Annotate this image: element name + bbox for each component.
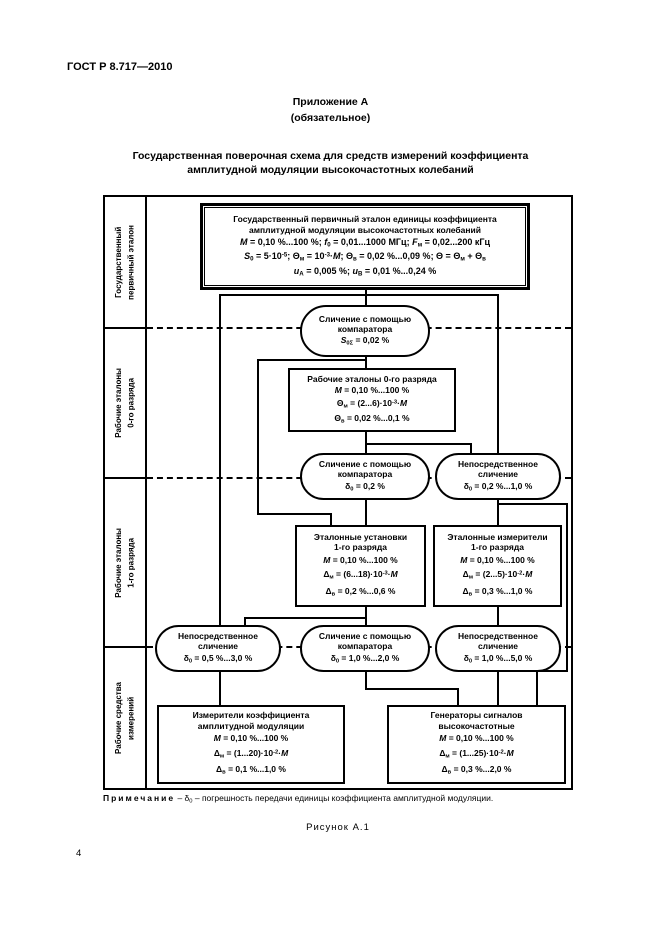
level-cell-working-0: Рабочие эталоны 0-го разряда (105, 329, 145, 477)
connector-line (536, 670, 568, 672)
connector-line (497, 294, 499, 453)
level-separator (105, 327, 147, 329)
node-formula: Δв = 0,2 %...0,6 % (325, 585, 396, 598)
label-column-divider (145, 197, 147, 788)
primary-standard-name: Государственный первичный эталон единицы… (233, 214, 497, 236)
connector-line (536, 670, 538, 705)
level-label-working-0: Рабочие эталоны 0-го разряда (113, 368, 135, 438)
node-formula: Δм = (6...18)·10-3·M (323, 569, 398, 582)
node-formula: M = 0,10 %...100 % (334, 385, 410, 396)
node-title: Измерители коэффициента амплитудной моду… (192, 710, 310, 731)
node-formula: Δм = (2...5)·10-2·M (462, 569, 533, 582)
transfer-error-value: δ0 = 0,2 % (345, 480, 385, 493)
note-text: – δ0 – погрешность передачи единицы коэф… (175, 793, 494, 805)
appendix-kind: (обязательное) (290, 112, 371, 124)
connector-line (244, 617, 367, 619)
connector-line (365, 688, 459, 690)
connector-line (365, 607, 367, 625)
level-separator (105, 477, 147, 479)
scheme-title: Государственная поверочная схема для сре… (132, 150, 529, 176)
transfer-method: Непосредственное сличение (458, 631, 538, 652)
node-formula: M = 0,10 %...100 % (323, 554, 398, 565)
level-cell-working-1: Рабочие эталоны 1-го разряда (105, 479, 145, 646)
gost-number: ГОСТ Р 8.717—2010 (67, 61, 173, 73)
standard-meters-1-box: Эталонные измерители 1-го разряда M = 0,… (433, 525, 562, 607)
transfer-ellipse-direct-row3-left: Непосредственное сличение δ0 = 0,5 %...3… (155, 625, 281, 672)
node-formula: M = 0,10 %...100 % (213, 733, 289, 744)
node-title: Эталонные измерители 1-го разряда (447, 531, 548, 553)
transfer-error-value: S0Σ = 0,02 % (340, 335, 390, 347)
connector-line (365, 672, 367, 690)
node-formula: Δв = 0,1 %...1,0 % (216, 764, 286, 776)
transfer-ellipse-comparator-row2: Сличение с помощью компаратора δ0 = 0,2 … (300, 453, 430, 500)
connector-line (497, 607, 499, 625)
node-formula: Δв = 0,3 %...1,0 % (462, 585, 533, 598)
transfer-method: Непосредственное сличение (178, 631, 258, 652)
node-formula: Θв = 0,02 %...0,1 % (334, 412, 410, 425)
primary-standard-formula: S0 = 5·10-5; Θм = 10-3·M; Θв = 0,02 %...… (244, 251, 486, 264)
node-formula: M = 0,10 %...100 % (439, 733, 514, 744)
level-label-primary: Государственный первичный эталон (113, 224, 135, 300)
connector-line (257, 359, 367, 361)
node-title: Эталонные установки 1-го разряда (313, 531, 408, 553)
connector-line (497, 503, 568, 505)
transfer-ellipse-comparator-row3: Сличение с помощью компаратора δ0 = 1,0 … (300, 625, 430, 672)
connector-line (497, 672, 499, 705)
transfer-ellipse-comparator-top: Сличение с помощью компаратора S0Σ = 0,0… (300, 305, 430, 357)
level-separator (105, 646, 147, 648)
node-formula: Δм = (1...20)·10-2·M (213, 747, 289, 760)
node-formula: M = 0,10 %...100 % (460, 554, 535, 565)
connector-line (365, 432, 367, 453)
transfer-method: Непосредственное сличение (458, 459, 538, 480)
connector-line (365, 443, 472, 445)
transfer-ellipse-direct-row3-right: Непосредственное сличение δ0 = 1,0 %...5… (435, 625, 561, 672)
level-label-working-mi: Рабочие средства измерений (113, 682, 135, 754)
connector-line (497, 500, 499, 525)
primary-standard-frame: Государственный первичный эталон единицы… (204, 207, 526, 286)
note: Примечание – δ0 – погрешность передачи е… (103, 793, 573, 806)
connector-line (257, 359, 259, 515)
transfer-ellipse-direct-row2: Непосредственное сличение δ0 = 0,2 %...1… (435, 453, 561, 500)
primary-standard-formula: M = 0,10 %...100 %; f0 = 0,01...1000 МГц… (239, 237, 491, 249)
connector-line (365, 357, 367, 368)
rf-generators-box: Генераторы сигналов высокочастотные M = … (387, 705, 566, 784)
primary-standard-formula: uА = 0,005 %; uВ = 0,01 %...0,24 % (293, 265, 437, 278)
transfer-error-value: δ0 = 0,2 %...1,0 % (463, 480, 533, 493)
connector-line (566, 503, 568, 672)
standard-setups-1-box: Эталонные установки 1-го разряда M = 0,1… (295, 525, 426, 607)
connector-line (470, 443, 472, 453)
working-standard-0-box: Рабочие эталоны 0-го разряда M = 0,10 %.… (288, 368, 456, 432)
transfer-error-value: δ0 = 0,5 %...3,0 % (183, 652, 253, 665)
note-label: Примечание (103, 793, 176, 803)
node-formula: Θм = (2...6)·10-3·M (336, 398, 408, 410)
connector-line (219, 294, 221, 625)
primary-standard-box: Государственный первичный эталон единицы… (200, 203, 530, 290)
connector-line (257, 513, 332, 515)
connector-line (330, 513, 332, 525)
transfer-method: Сличение с помощью компаратора (318, 459, 412, 480)
level-cell-primary: Государственный первичный эталон (105, 197, 145, 327)
transfer-error-value: δ0 = 1,0 %...2,0 % (330, 652, 400, 665)
node-title: Генераторы сигналов высокочастотные (430, 710, 523, 731)
transfer-method: Сличение с помощью компаратора (318, 631, 412, 652)
connector-line (219, 672, 221, 705)
node-formula: Δм = (1...25)·10-2·M (439, 747, 514, 760)
figure-caption: Рисунок А.1 (306, 822, 370, 833)
transfer-method: Сличение с помощью компаратора (318, 313, 412, 334)
verification-scheme-diagram: Государственный первичный эталон Рабочие… (103, 195, 573, 790)
connector-line (244, 617, 246, 625)
connector-line (365, 290, 367, 305)
connector-line (457, 688, 459, 705)
level-label-working-1: Рабочие эталоны 1-го разряда (113, 527, 135, 598)
page-number: 4 (76, 848, 82, 859)
level-cell-working-mi: Рабочие средства измерений (105, 648, 145, 788)
connector-line (219, 294, 499, 296)
node-formula: Δв = 0,3 %...2,0 % (441, 764, 512, 776)
mod-meters-box: Измерители коэффициента амплитудной моду… (157, 705, 345, 784)
connector-line (365, 500, 367, 525)
appendix-label: Приложение А (292, 96, 369, 108)
transfer-error-value: δ0 = 1,0 %...5,0 % (463, 652, 533, 665)
node-title: Рабочие эталоны 0-го разряда (307, 373, 437, 384)
